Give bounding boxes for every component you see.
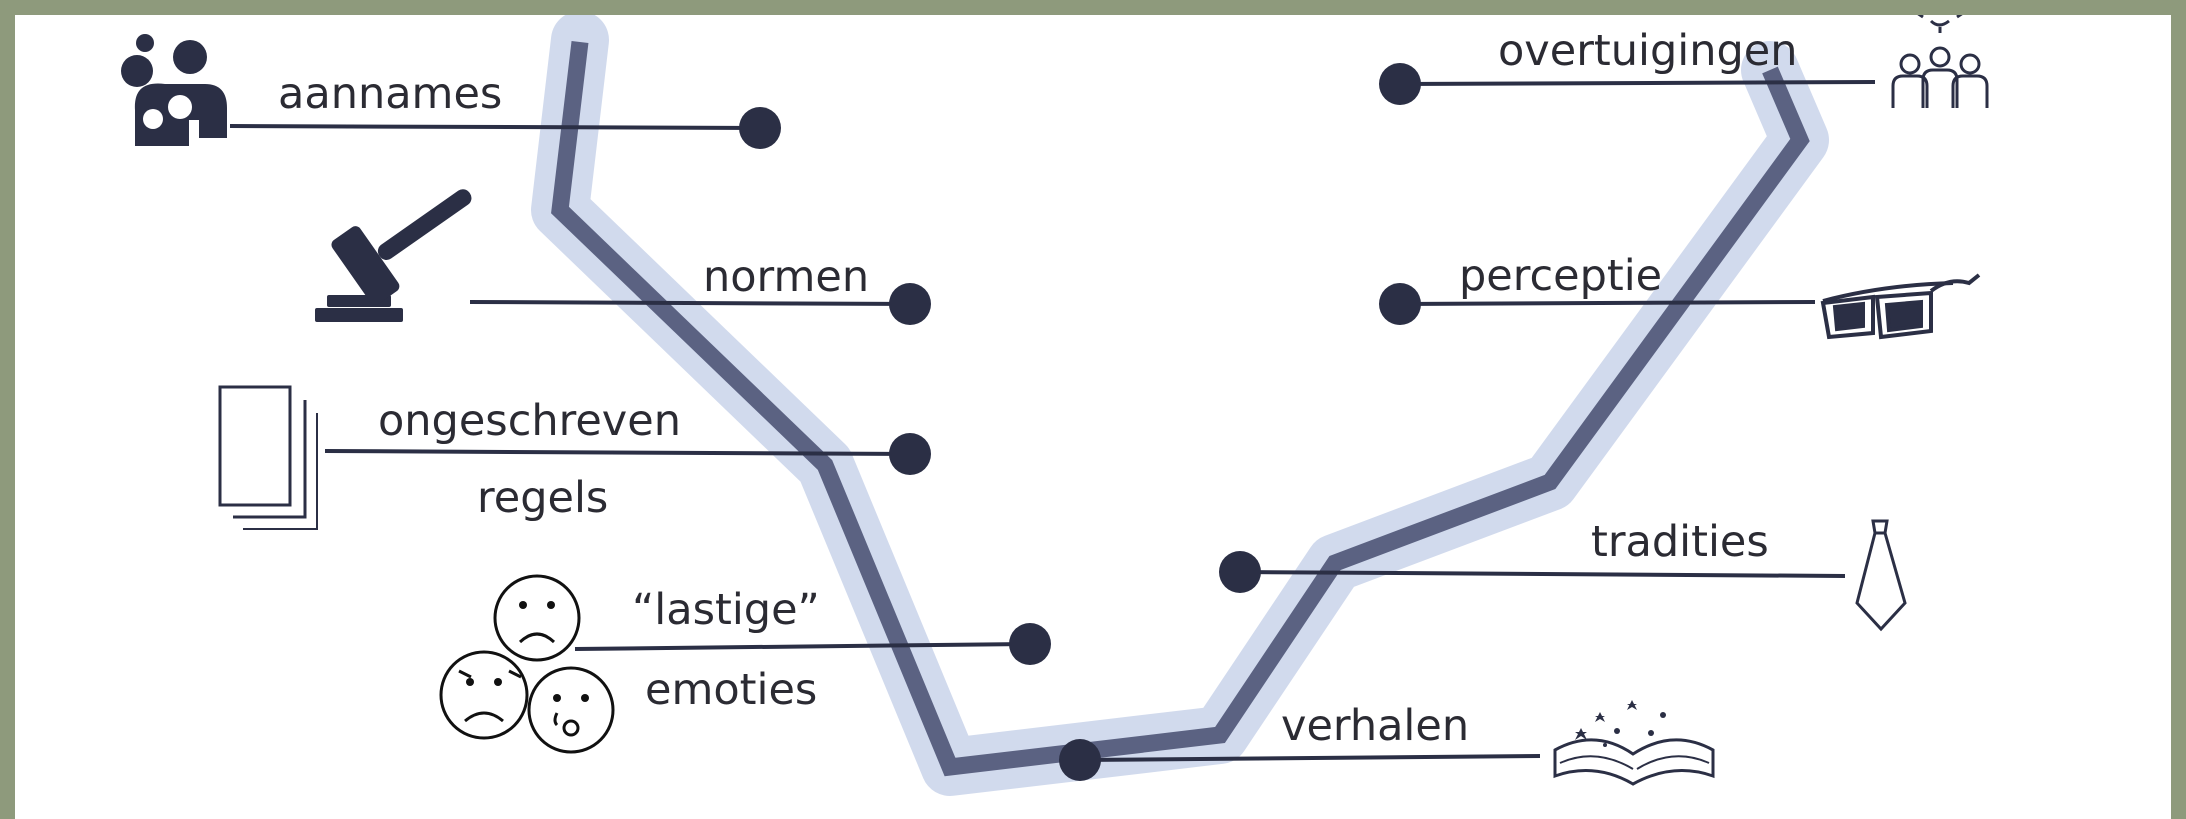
gavel-icon (315, 189, 472, 322)
node-perceptie (1379, 283, 1421, 325)
sad-faces-icon (439, 574, 615, 754)
label-aannames: aannames (278, 69, 503, 119)
node-overtuigingen (1379, 63, 1421, 105)
label-tradities: tradities (1591, 517, 1769, 567)
label-perceptie: perceptie (1459, 251, 1663, 301)
node-ongeschreven (889, 433, 931, 475)
label-verhalen: verhalen (1281, 701, 1470, 751)
connector-normen (469, 300, 911, 306)
glasses-icon (1820, 273, 1981, 340)
connector-overtuigingen (1399, 80, 1876, 86)
connector-verhalen (1079, 754, 1541, 762)
connector-perceptie (1399, 300, 1816, 306)
node-lastige (1009, 623, 1051, 665)
node-verhalen (1059, 739, 1101, 781)
label-lastige: “lastige” (632, 585, 820, 635)
node-tradities (1219, 551, 1261, 593)
label-ongeschreven: ongeschreven (378, 396, 681, 446)
connector-ongeschreven (324, 449, 911, 456)
book-icon (1553, 700, 1715, 786)
diagram-canvas (121, 15, 1989, 796)
label-regels: regels (477, 473, 609, 523)
iceberg-diagram: aannames normen ongeschreven regels “las… (15, 15, 2171, 819)
people-icon (121, 34, 227, 146)
path-line (551, 40, 1810, 777)
node-aannames (739, 107, 781, 149)
tie-icon (1855, 519, 1907, 632)
connector-lastige (574, 642, 1031, 651)
group-lightbulb-icon (1891, 15, 1989, 108)
label-overtuigingen: overtuigingen (1498, 26, 1798, 76)
paper-icon (218, 385, 318, 530)
label-emoties: emoties (645, 665, 818, 715)
label-normen: normen (703, 252, 870, 302)
connector-tradities (1239, 570, 1846, 578)
node-normen (889, 283, 931, 325)
connector-aannames (229, 124, 761, 130)
